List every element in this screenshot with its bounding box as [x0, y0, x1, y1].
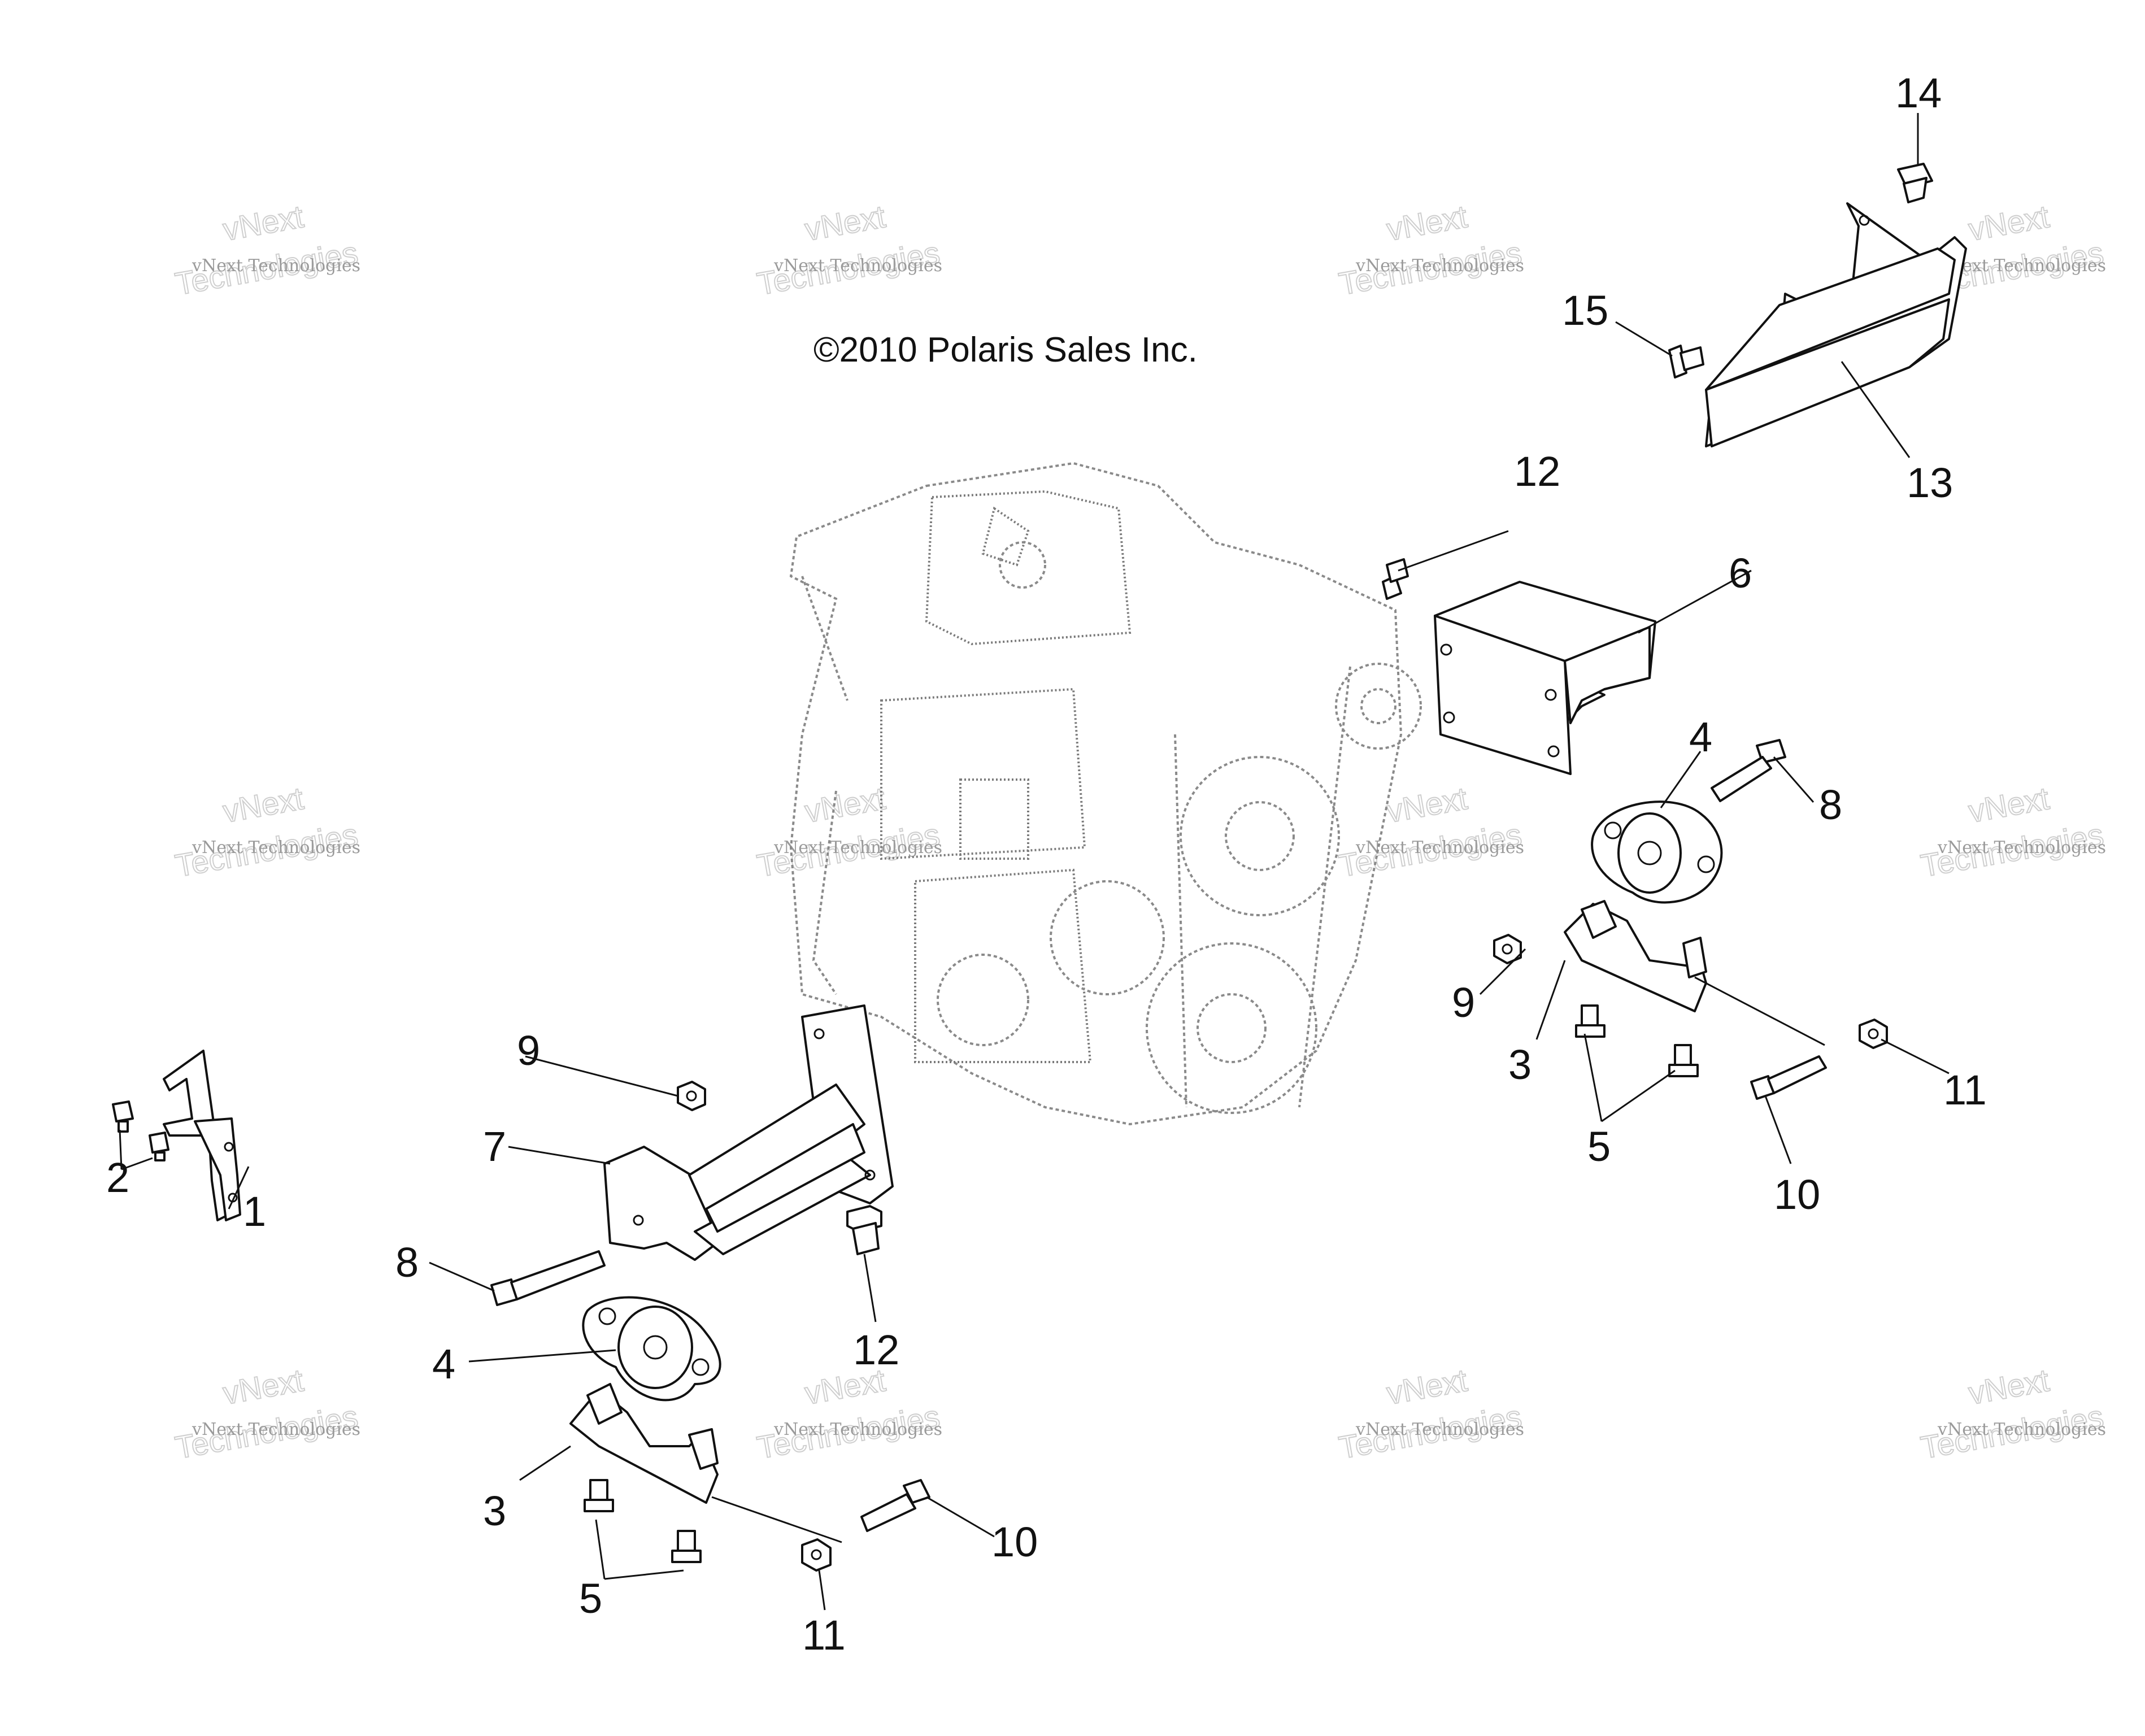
callout-14: 14 [1895, 69, 1942, 116]
part-4-mount-left [582, 1296, 721, 1402]
part-15-fastener [1668, 345, 1704, 378]
callout-12-upper: 12 [1514, 448, 1560, 495]
svg-text:vNext: vNext [1384, 198, 1470, 247]
svg-text:vNext Technologies: vNext Technologies [1355, 256, 1524, 276]
part-9-nut-left [677, 1081, 706, 1111]
part-8-bolt-left [490, 1250, 606, 1306]
svg-text:vNext: vNext [1966, 198, 2052, 247]
svg-text:vNext: vNext [1384, 780, 1470, 829]
callout-4-left: 4 [432, 1341, 455, 1387]
callout-5-right: 5 [1587, 1123, 1611, 1170]
part-7-mount-bracket [603, 1004, 894, 1261]
callout-10-right: 10 [1774, 1171, 1820, 1218]
svg-text:vNext: vNext [220, 1362, 306, 1411]
callout-15: 15 [1562, 287, 1608, 334]
callout-10-left: 10 [991, 1519, 1038, 1565]
part-14-fastener [1897, 163, 1933, 203]
part-3-bracket-left [569, 1383, 719, 1504]
part-5-bolts-right [1575, 1004, 1699, 1077]
callout-2: 2 [106, 1154, 129, 1201]
callout-6: 6 [1729, 550, 1752, 597]
part-11-nut-left [801, 1538, 832, 1572]
callout-5-left: 5 [579, 1575, 602, 1622]
svg-text:vNext Technologies: vNext Technologies [1937, 838, 2106, 858]
svg-text:vNext: vNext [220, 780, 306, 829]
svg-text:vNext: vNext [1384, 1362, 1470, 1411]
svg-text:vNext: vNext [220, 198, 306, 247]
callout-11-right: 11 [1943, 1067, 1987, 1113]
svg-text:vNext Technologies: vNext Technologies [1355, 838, 1524, 858]
copyright-notice: ©2010 Polaris Sales Inc. [813, 330, 1198, 369]
callout-3-right: 3 [1508, 1041, 1531, 1088]
callout-13: 13 [1907, 459, 1953, 506]
svg-text:vNext: vNext [1966, 780, 2052, 829]
part-6-shield-bracket [1434, 581, 1656, 775]
part-5-bolts-left [584, 1479, 702, 1563]
svg-text:vNext: vNext [802, 198, 888, 247]
part-4-mount-right [1591, 800, 1723, 904]
callout-9-left: 9 [517, 1027, 540, 1074]
callout-4-right: 4 [1689, 713, 1712, 760]
engine-assembly [789, 462, 1422, 1126]
callout-12-lower: 12 [853, 1326, 899, 1373]
callout-9-right: 9 [1452, 979, 1475, 1026]
svg-text:vNext Technologies: vNext Technologies [192, 256, 360, 276]
part-8-bolt-right [1711, 739, 1786, 802]
callout-7: 7 [483, 1123, 506, 1170]
callout-1: 1 [243, 1188, 266, 1235]
part-3-bracket-right [1564, 900, 1707, 1012]
callout-labels: 1 2 3 3 4 4 5 5 6 7 8 8 9 9 10 10 11 11 … [106, 69, 1987, 1659]
svg-text:vNext: vNext [1966, 1362, 2052, 1411]
callout-3-left: 3 [483, 1487, 506, 1534]
part-11-nut-right [1859, 1019, 1888, 1049]
callout-8-right: 8 [1819, 781, 1842, 828]
part-12-bolt-lower [846, 1205, 882, 1255]
part-12-bolt-upper [1382, 558, 1409, 600]
leader-lines [119, 113, 1950, 1611]
svg-text:vNext Technologies: vNext Technologies [773, 1420, 942, 1439]
callout-8-left: 8 [395, 1239, 419, 1286]
svg-text:vNext Technologies: vNext Technologies [1937, 256, 2106, 276]
part-2-bolts [112, 1100, 169, 1161]
part-13-heat-shield [1705, 202, 1967, 447]
svg-text:vNext Technologies: vNext Technologies [773, 256, 942, 276]
svg-text:vNext Technologies: vNext Technologies [773, 838, 942, 858]
svg-text:vNext Technologies: vNext Technologies [192, 1420, 360, 1439]
part-9-nut-right [1493, 934, 1522, 964]
part-10-bolt-left [860, 1479, 930, 1532]
svg-text:vNext Technologies: vNext Technologies [192, 838, 360, 858]
part-10-bolt-right [1750, 1055, 1827, 1100]
svg-text:vNext Technologies: vNext Technologies [1937, 1420, 2106, 1439]
callout-11-left: 11 [802, 1612, 846, 1659]
svg-text:vNext Technologies: vNext Technologies [1355, 1420, 1524, 1439]
part-1-bracket [163, 1050, 241, 1221]
svg-text:vNext: vNext [802, 780, 888, 829]
